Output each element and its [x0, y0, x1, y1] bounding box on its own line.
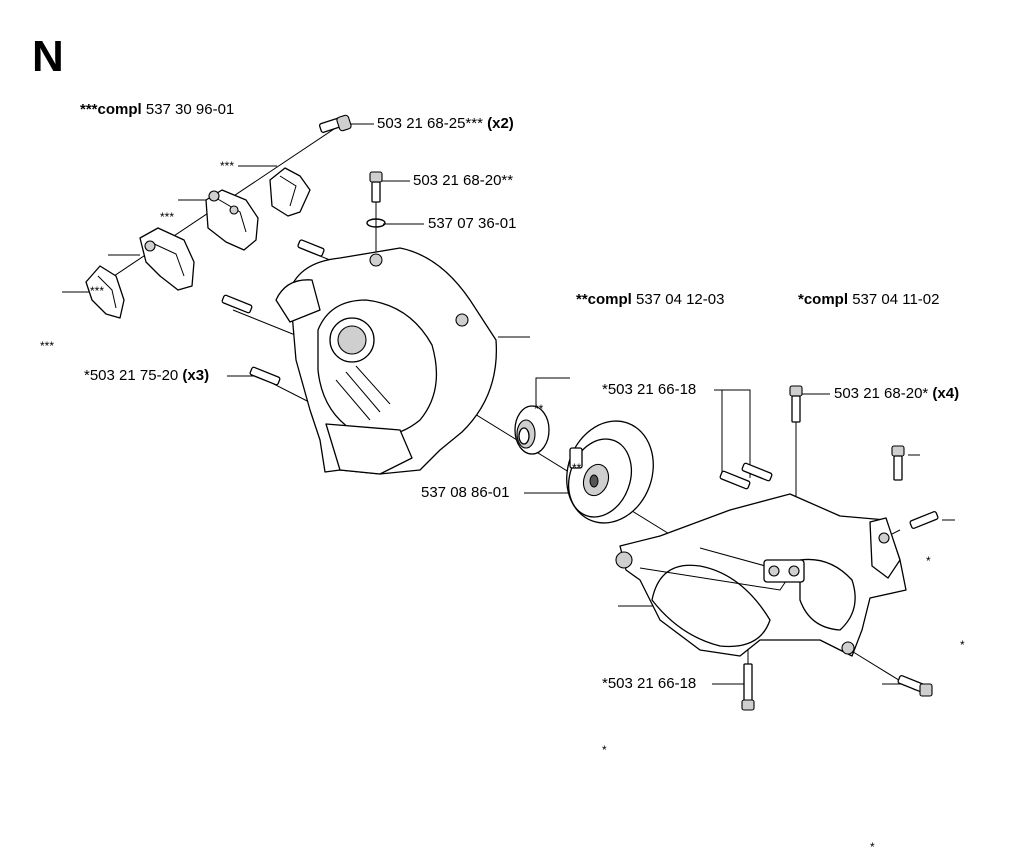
star-mark: **: [534, 402, 544, 416]
star-mark: ***: [90, 284, 105, 298]
assembly-prefix: ***compl: [80, 101, 142, 118]
quantity: (x2): [487, 115, 514, 132]
screw-side-part: [909, 511, 939, 529]
callout-flywheel: 537 08 86-01: [421, 484, 509, 502]
assembly-label-compl-1: *compl 537 04 11-02: [798, 291, 940, 309]
screw-left-parts: [221, 239, 325, 386]
part-number: 503 21 68-20*: [834, 385, 929, 402]
intake-part: [205, 189, 259, 251]
part-number: 503 21 68-25***: [377, 115, 483, 132]
callout-screw-bottom: *503 21 66-18: [602, 675, 696, 693]
assembly-number: 537 04 11-02: [852, 291, 940, 308]
screw-bottom-right-part: [897, 675, 933, 697]
section-letter: N: [32, 32, 64, 81]
part-number: 537 08 86-01: [421, 484, 510, 501]
screw-pair-parts: [719, 462, 773, 490]
part-number: 537 07 36-01: [428, 215, 517, 232]
part-number: *503 21 66-18: [602, 381, 697, 398]
part-number: *503 21 66-18: [602, 675, 697, 692]
assembly-label-compl-2: **compl 537 04 12-03: [576, 291, 724, 309]
callout-screw-top: 503 21 68-25*** (x2): [377, 115, 514, 133]
star-mark: *: [602, 743, 607, 757]
assembly-number: 537 04 12-03: [636, 291, 725, 308]
star-mark: ***: [160, 210, 175, 224]
cover-part: [85, 265, 125, 319]
quantity: (x4): [932, 385, 960, 402]
star-mark: *: [926, 554, 931, 568]
diagram-drawing: [62, 114, 955, 711]
intake-flange-part: [139, 227, 195, 291]
star-mark: ***: [220, 159, 235, 173]
cylinder-bracket-part: [269, 167, 311, 217]
callout-screw-left: *503 21 75-20 (x3): [84, 367, 209, 385]
screw-right-top-part: [789, 385, 803, 423]
screw-top-part: [318, 114, 352, 133]
callout-screw-pair: *503 21 66-18: [602, 381, 696, 399]
callout-ring: 537 07 36-01: [428, 215, 516, 233]
star-mark: **: [572, 461, 582, 475]
quantity: (x3): [182, 367, 210, 384]
screw-mid-part: [369, 171, 383, 203]
screw-small-part: [891, 445, 905, 481]
flywheel-part: [566, 420, 654, 524]
assembly-label-compl-3: ***compl 537 30 96-01: [80, 101, 234, 119]
ring-part: [366, 218, 386, 228]
callout-screw-right-top: 503 21 68-20* (x4): [834, 385, 959, 403]
callout-screw-mid: 503 21 68-20**: [413, 172, 513, 190]
bearing-part: [514, 405, 550, 455]
exploded-parts-diagram: [62, 114, 955, 711]
assembly-prefix: **compl: [576, 291, 632, 308]
star-mark: ***: [40, 339, 55, 353]
star-mark: *: [960, 638, 965, 652]
screw-bottom-part: [741, 663, 755, 711]
part-number: *503 21 75-20: [84, 367, 179, 384]
part-number: 503 21 68-20**: [413, 172, 514, 189]
star-mark: *: [870, 840, 875, 854]
crankcase-half-part: [275, 247, 498, 475]
assembly-number: 537 30 96-01: [145, 101, 235, 118]
crankcase-right-part: [615, 493, 907, 657]
assembly-prefix: *compl: [798, 291, 849, 308]
